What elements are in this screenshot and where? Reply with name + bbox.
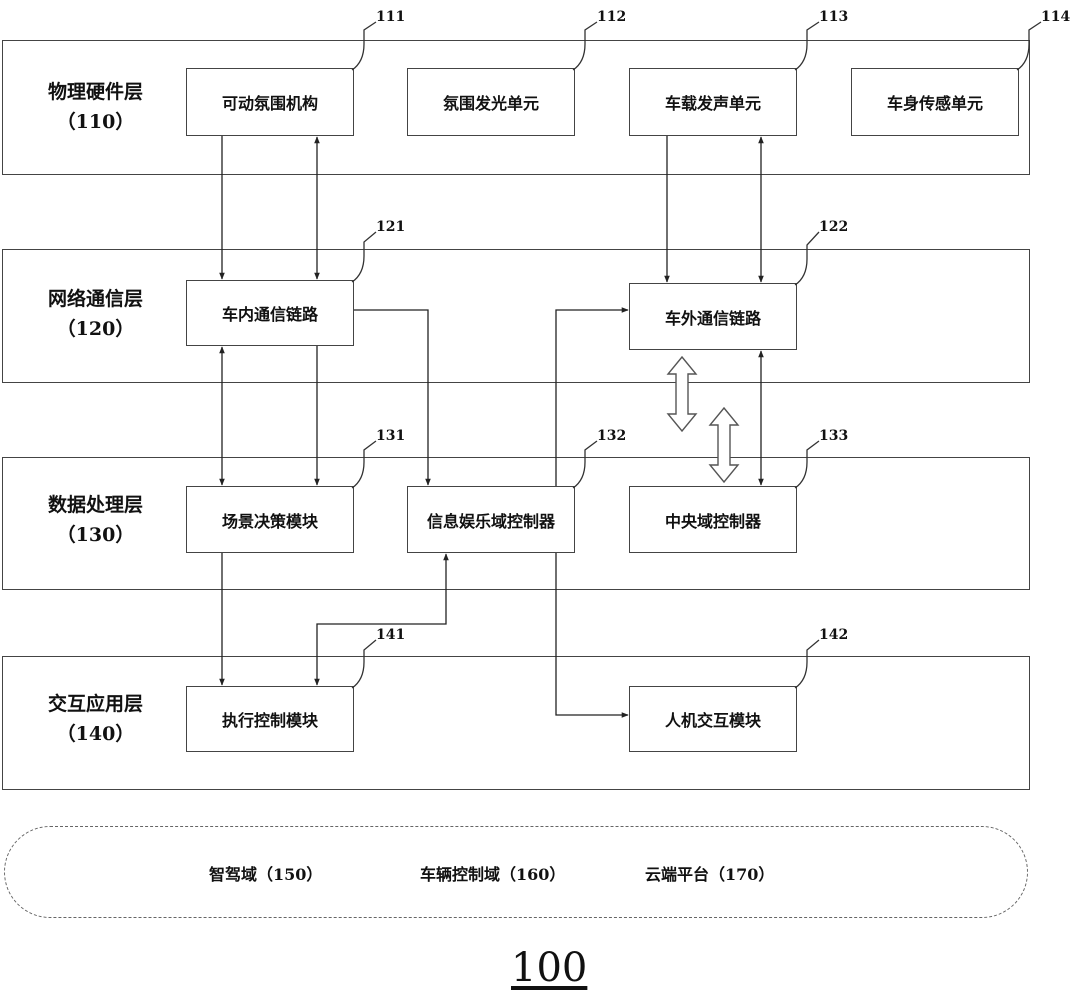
arrow-141-132-bidirectional bbox=[314, 553, 449, 686]
layer-title: 物理硬件层 （110） bbox=[3, 77, 188, 137]
ref-label-112: 112 bbox=[597, 9, 627, 25]
layer-title: 数据处理层 （130） bbox=[3, 490, 188, 550]
leader-131 bbox=[351, 440, 377, 489]
leader-133 bbox=[794, 440, 820, 489]
layer-name: 网络通信层 bbox=[47, 288, 143, 310]
arrow-132-to-122 bbox=[555, 307, 629, 486]
domain-vehicle-control: 车辆控制域（160） bbox=[420, 865, 566, 884]
domain-cloud-platform: 云端平台（170） bbox=[645, 865, 775, 884]
module-body-sensor-unit: 车身传感单元 bbox=[851, 68, 1019, 136]
domain-autonomous-driving: 智驾域（150） bbox=[209, 865, 323, 884]
module-vehicle-sound-unit: 车载发声单元 bbox=[629, 68, 797, 136]
ref-label-133: 133 bbox=[819, 428, 849, 444]
arrow-121-to-132 bbox=[354, 309, 431, 486]
ref-label-122: 122 bbox=[819, 219, 849, 235]
domain-pool bbox=[4, 826, 1028, 918]
module-scene-decision: 场景决策模块 bbox=[186, 486, 354, 553]
leader-122 bbox=[794, 231, 820, 286]
ref-label-111: 111 bbox=[376, 9, 406, 25]
leader-112 bbox=[572, 21, 598, 71]
ref-label-142: 142 bbox=[819, 627, 849, 643]
ref-label-114: 114 bbox=[1041, 9, 1071, 25]
layer-interaction-application: 交互应用层 （140） bbox=[2, 656, 1030, 790]
leader-121 bbox=[351, 231, 377, 283]
ref-label-113: 113 bbox=[819, 9, 849, 25]
arrow-132-to-142 bbox=[555, 553, 629, 718]
module-hmi: 人机交互模块 bbox=[629, 686, 797, 752]
module-movable-ambient-mechanism: 可动氛围机构 bbox=[186, 68, 354, 136]
module-ambient-light-unit: 氛围发光单元 bbox=[407, 68, 575, 136]
layer-title: 网络通信层 （120） bbox=[3, 284, 188, 344]
figure-number: 100 bbox=[511, 945, 588, 991]
leader-141 bbox=[351, 639, 377, 689]
layer-ref: （120） bbox=[56, 318, 135, 340]
layer-network-communication: 网络通信层 （120） bbox=[2, 249, 1030, 383]
leader-113 bbox=[794, 21, 820, 71]
block-arrow-122-to-130-layer bbox=[666, 355, 698, 433]
leader-114 bbox=[1016, 21, 1042, 71]
leader-132 bbox=[572, 440, 598, 489]
layer-name: 物理硬件层 bbox=[47, 81, 143, 103]
layer-name: 数据处理层 bbox=[47, 494, 143, 516]
module-central-controller: 中央域控制器 bbox=[629, 486, 797, 553]
leader-142 bbox=[794, 639, 820, 689]
layer-ref: （140） bbox=[56, 723, 135, 745]
ref-label-132: 132 bbox=[597, 428, 627, 444]
layer-title: 交互应用层 （140） bbox=[3, 689, 188, 749]
module-external-link: 车外通信链路 bbox=[629, 283, 797, 350]
layer-ref: （130） bbox=[56, 524, 135, 546]
module-infotainment-controller: 信息娱乐域控制器 bbox=[407, 486, 575, 553]
ref-label-121: 121 bbox=[376, 219, 406, 235]
layer-ref: （110） bbox=[56, 111, 135, 133]
module-in-vehicle-link: 车内通信链路 bbox=[186, 280, 354, 346]
block-arrow-120-layer-to-133 bbox=[708, 406, 740, 484]
ref-label-131: 131 bbox=[376, 428, 406, 444]
leader-111 bbox=[351, 21, 377, 71]
module-execution-control: 执行控制模块 bbox=[186, 686, 354, 752]
layer-name: 交互应用层 bbox=[47, 693, 143, 715]
